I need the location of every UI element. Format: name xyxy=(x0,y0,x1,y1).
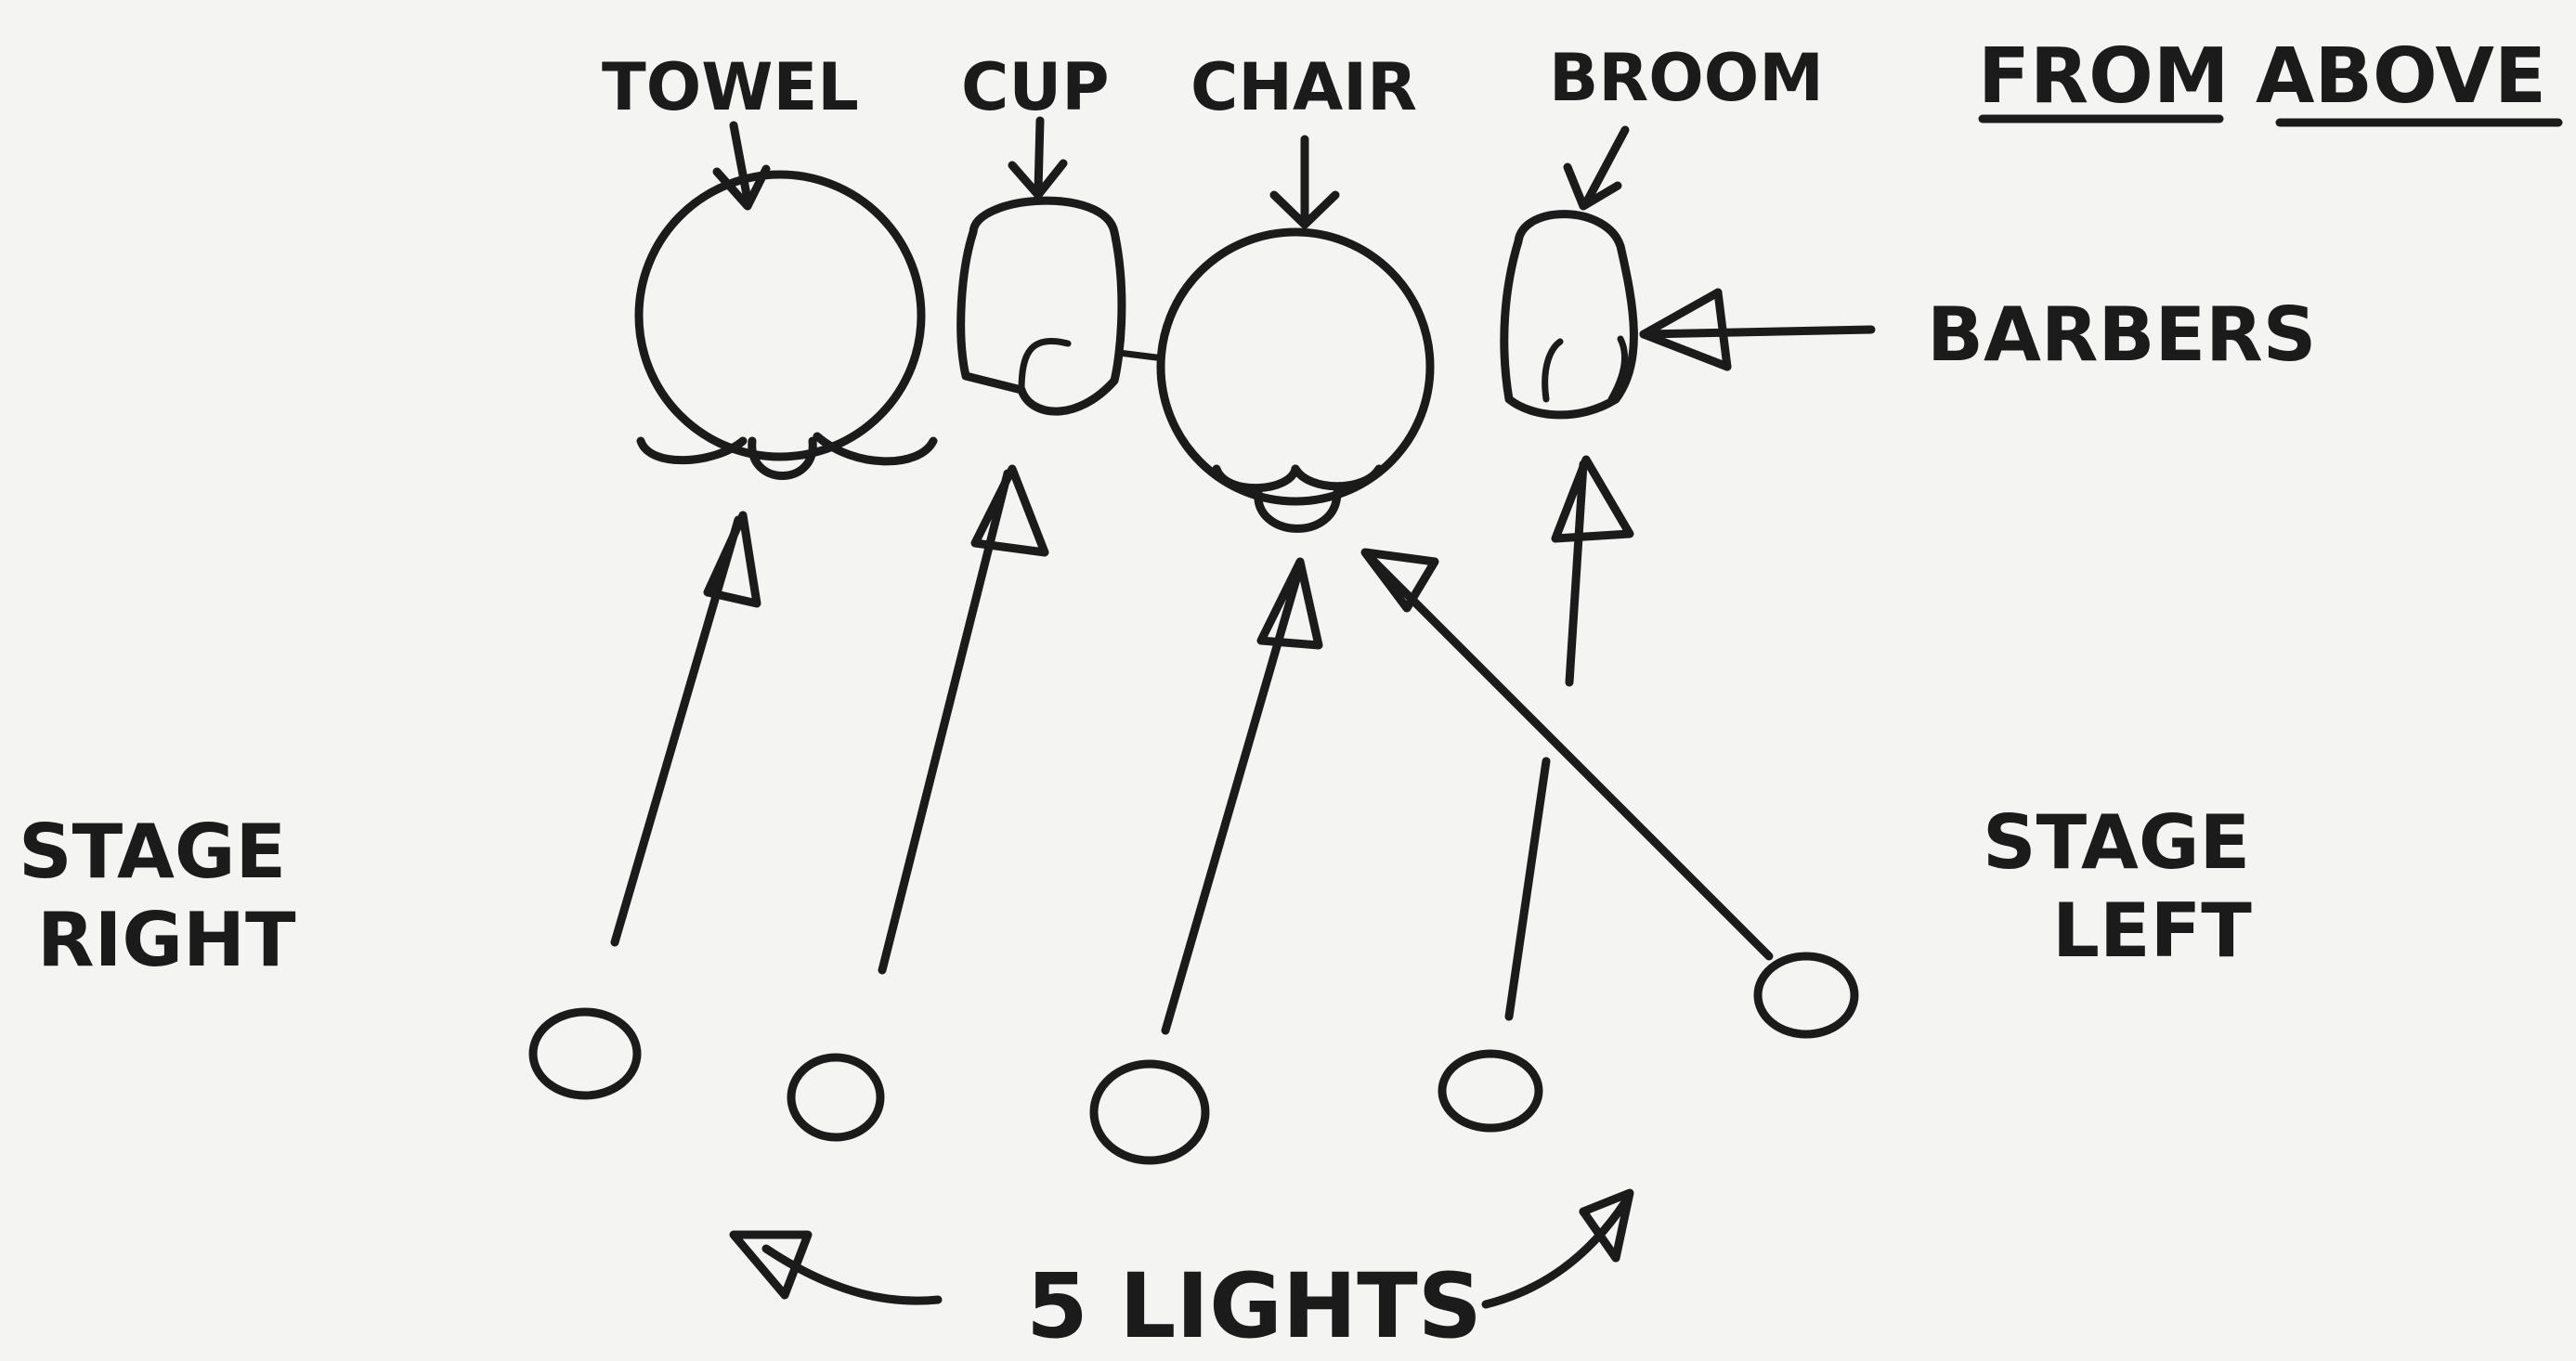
five-lights-label: 5 LIGHTS xyxy=(1026,1254,1482,1358)
light-beam-4 xyxy=(1504,455,1634,1021)
light-3 xyxy=(1089,1059,1210,1165)
chair-down-arrow xyxy=(1269,135,1340,229)
stage-left-label-line2: LEFT xyxy=(2052,888,2252,974)
barbers-label: BARBERS xyxy=(1927,292,2316,378)
barber-towel-figure xyxy=(634,170,938,480)
light-1 xyxy=(528,1007,642,1100)
stage-right-label-line2: RIGHT xyxy=(37,897,296,983)
barber-cup-figure xyxy=(956,196,1160,416)
light-beam-3 xyxy=(1161,557,1323,1035)
light-beam-5 xyxy=(1360,548,1774,961)
towel-down-arrow xyxy=(712,121,771,211)
light-beam-1 xyxy=(610,511,761,947)
cup-label: CUP xyxy=(961,49,1110,125)
light-4 xyxy=(1438,1049,1543,1133)
from-above-label: FROM ABOVE xyxy=(1978,32,2546,121)
barber-broom-figure xyxy=(1500,210,1638,420)
stage-right-label-line1: STAGE xyxy=(19,809,286,895)
broom-down-arrow xyxy=(1563,125,1630,211)
light-2 xyxy=(787,1053,885,1142)
stage-left-label-line1: STAGE xyxy=(1983,799,2250,886)
light-beam-2 xyxy=(878,464,1049,975)
barber-chair-figure xyxy=(1156,227,1435,533)
barbers-arrow xyxy=(1639,288,1876,371)
light-5 xyxy=(1753,952,1859,1039)
five-lights-left-arrow xyxy=(729,1230,943,1305)
cup-down-arrow xyxy=(1008,116,1068,200)
broom-label: BROOM xyxy=(1549,40,1824,116)
towel-label: TOWEL xyxy=(602,49,859,125)
five-lights-right-arrow xyxy=(1481,1188,1634,1309)
chair-label: CHAIR xyxy=(1190,49,1417,125)
